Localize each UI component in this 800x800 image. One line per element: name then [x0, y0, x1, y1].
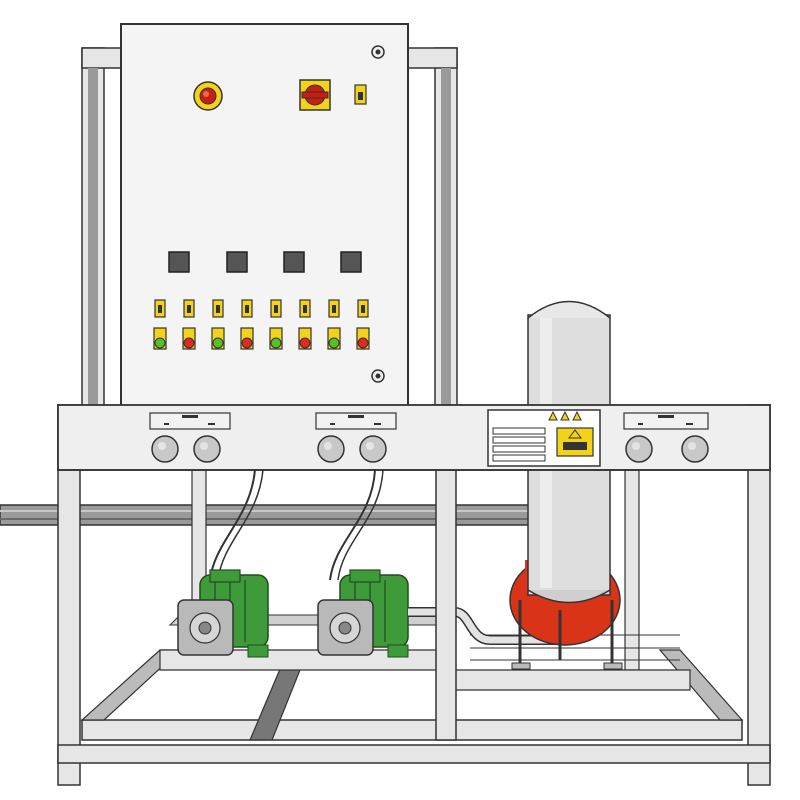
- indicator-lamp: [211, 327, 225, 350]
- emergency-stop-icon[interactable]: [193, 81, 223, 111]
- control-knob[interactable]: [359, 435, 387, 463]
- push-button[interactable]: [340, 251, 362, 273]
- panel-screw-icon: [371, 45, 385, 59]
- control-station: [315, 412, 397, 463]
- push-button-row: [168, 251, 362, 273]
- control-knob[interactable]: [681, 435, 709, 463]
- control-knob[interactable]: [193, 435, 221, 463]
- indicator-lamp: [240, 327, 254, 350]
- selector-switch[interactable]: [357, 299, 369, 318]
- selector-switch[interactable]: [183, 299, 195, 318]
- warning-icon: [556, 427, 594, 457]
- indicator-lamp: [356, 327, 370, 350]
- panel-screw-icon: [371, 369, 385, 383]
- main-isolator-switch-icon[interactable]: [299, 79, 331, 111]
- pressure-tank: [509, 300, 623, 670]
- pump-2: [317, 469, 409, 658]
- push-button[interactable]: [168, 251, 190, 273]
- push-button[interactable]: [226, 251, 248, 273]
- control-panel: [120, 23, 409, 409]
- selector-switch[interactable]: [328, 299, 340, 318]
- selector-switch[interactable]: [212, 299, 224, 318]
- selector-switch[interactable]: [270, 299, 282, 318]
- indicator-lamp: [269, 327, 283, 350]
- panel-toggle-switch[interactable]: [354, 84, 367, 105]
- indicator-lamp: [182, 327, 196, 350]
- push-button[interactable]: [283, 251, 305, 273]
- indicator-lamp: [153, 327, 167, 350]
- indicator-lamp-row: [153, 327, 370, 350]
- control-knob[interactable]: [151, 435, 179, 463]
- control-station: [149, 412, 231, 463]
- selector-switch[interactable]: [241, 299, 253, 318]
- selector-switch[interactable]: [154, 299, 166, 318]
- selector-switch[interactable]: [299, 299, 311, 318]
- selector-switch-row: [154, 299, 369, 318]
- indicator-lamp: [327, 327, 341, 350]
- warning-icon: [548, 410, 582, 421]
- warning-label: [487, 409, 601, 467]
- control-knob[interactable]: [625, 435, 653, 463]
- front-control-stations: [149, 412, 709, 463]
- indicator-lamp: [298, 327, 312, 350]
- control-station: [623, 412, 709, 463]
- control-knob[interactable]: [317, 435, 345, 463]
- pump-1: [177, 469, 269, 658]
